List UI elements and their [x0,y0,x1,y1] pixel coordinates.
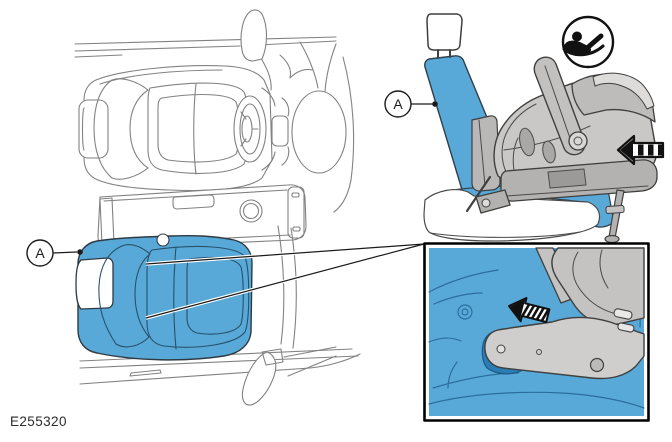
headrest-posts [437,49,451,59]
latch-arm [484,316,645,380]
callout-dot [432,101,438,107]
front-seat [78,65,347,192]
highlighted-seat-fill [77,234,253,361]
callout-a-side-view: A [384,90,438,118]
latch-slot [613,308,633,320]
door-top-line [74,36,337,45]
push-arrow-icon [616,134,665,166]
isofix-strut [465,175,492,213]
carrier-base-corner [535,247,645,326]
wing-mirror-bottom [241,351,277,406]
door-top-line [74,45,241,52]
door-top-line [257,40,337,46]
upholstery-lines [428,263,645,409]
callout-a-top-view: A [26,239,83,267]
inset-detail [423,242,650,422]
belt-notch [156,233,170,247]
support-leg [604,189,625,244]
canopy-rim [592,72,655,110]
wing-mirror [240,9,268,62]
door-sill-lines [79,225,361,406]
latch-rivet [496,344,506,354]
callout-leader-line [52,251,78,254]
callout-circle [26,239,54,267]
callout-circle [384,90,412,118]
harness-pad [519,127,535,157]
side-headrest [426,13,463,59]
highlighted-seat-top-view [75,233,253,361]
latch-slot [617,322,635,333]
seat-headrest-top-view [75,257,114,310]
handle-pivot [568,131,588,151]
isofix-connector [484,308,645,380]
callout-label: A [393,96,403,112]
isofix-guide-rail [471,115,501,192]
door-top-line [74,54,123,58]
seat-cushion [423,189,601,242]
top-down-view [74,9,361,406]
dashboard-ellipse [291,90,347,174]
callout-dot [77,249,83,255]
isofix-connector-side [475,189,511,214]
side-view: A [384,13,665,244]
harness-pad [542,140,556,164]
carrier-handle [533,56,586,156]
inset-push-arrow-icon [508,296,551,323]
infant-carrier [465,56,658,244]
child-seat-icon [561,15,615,69]
callout-label: A [35,245,45,261]
leg-foot [604,234,620,244]
reference-code: E255320 [10,414,67,429]
magnifier-lines [145,242,425,320]
